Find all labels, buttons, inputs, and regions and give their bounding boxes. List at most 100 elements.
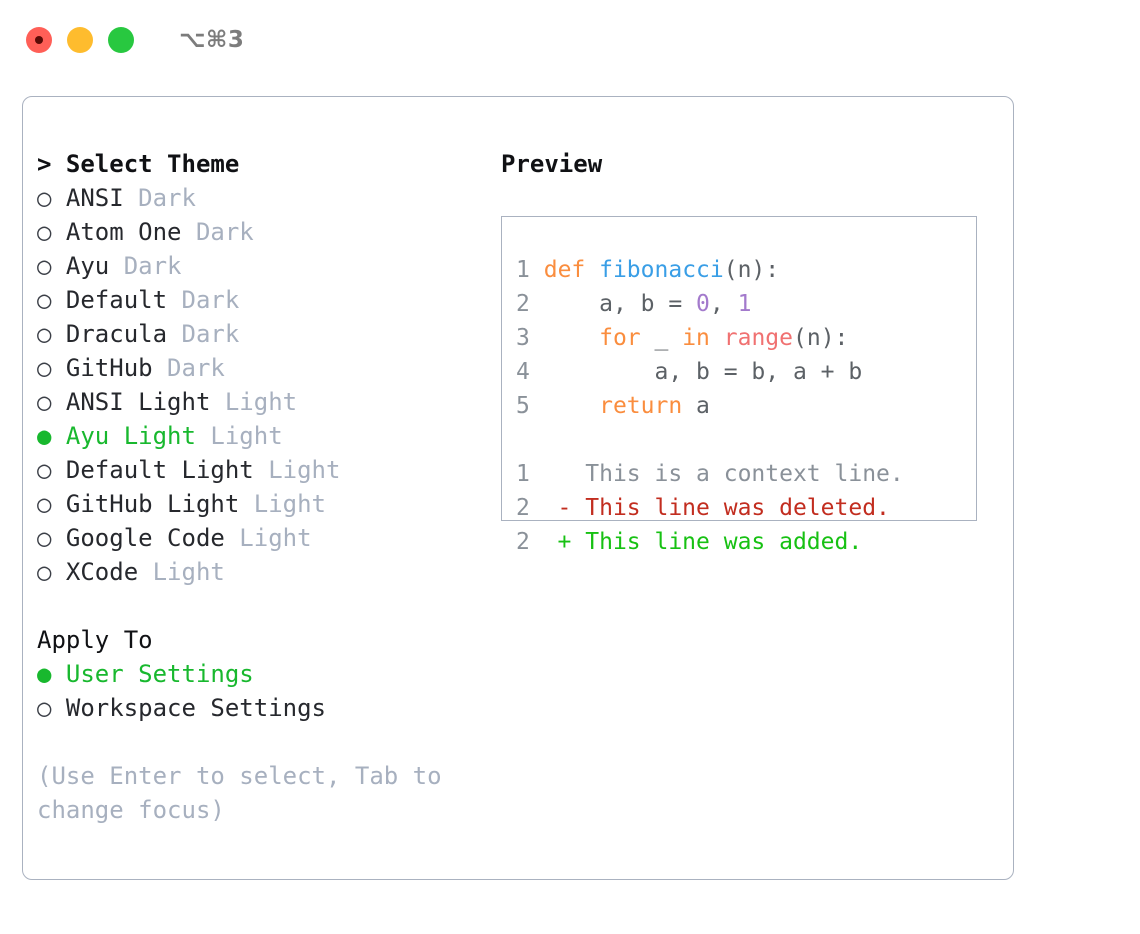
radio-unselected-icon: ○ bbox=[37, 184, 52, 212]
apply-to-option-list: ● User Settings○ Workspace Settings bbox=[37, 657, 487, 725]
radio-unselected-icon: ○ bbox=[37, 456, 52, 484]
theme-option-label: ANSI bbox=[51, 184, 124, 212]
theme-option-github-light[interactable]: ○ GitHub Light Light bbox=[37, 487, 487, 521]
code-token: a, b = b, a + b bbox=[543, 359, 863, 385]
theme-option-xcode[interactable]: ○ XCode Light bbox=[37, 555, 487, 589]
code-token bbox=[710, 325, 724, 351]
code-line: 5 return a bbox=[502, 389, 976, 423]
line-number: 3 bbox=[516, 325, 530, 351]
titlebar: ⌥⌘3 bbox=[0, 0, 1140, 80]
diff-line: 2 + This line was added. bbox=[502, 525, 976, 559]
code-token bbox=[544, 393, 599, 419]
theme-option-ansi-light[interactable]: ○ ANSI Light Light bbox=[37, 385, 487, 419]
minimize-button[interactable] bbox=[67, 27, 93, 53]
theme-option-variant-tag: Light bbox=[224, 524, 312, 552]
code-token: for bbox=[599, 325, 641, 351]
diff-marker: + bbox=[529, 529, 572, 555]
gutter-space bbox=[530, 291, 544, 317]
code-line: 4 a, b = b, a + b bbox=[502, 355, 976, 389]
apply-to-option-label: Workspace Settings bbox=[51, 694, 326, 722]
diff-text: This line was added. bbox=[571, 529, 863, 555]
theme-option-variant-tag: Light bbox=[195, 422, 283, 450]
line-number: 4 bbox=[516, 359, 530, 385]
code-token: 0 bbox=[696, 291, 710, 317]
code-token: (n): bbox=[793, 325, 849, 351]
close-button[interactable] bbox=[26, 27, 52, 53]
diff-text: This is a context line. bbox=[571, 461, 904, 487]
code-token: fibonacci bbox=[599, 257, 724, 283]
theme-option-label: ANSI Light bbox=[51, 388, 211, 416]
radio-unselected-icon: ○ bbox=[37, 354, 52, 382]
radio-unselected-icon: ○ bbox=[37, 490, 52, 518]
theme-option-ayu-light[interactable]: ● Ayu Light Light bbox=[37, 419, 487, 453]
theme-option-google-code[interactable]: ○ Google Code Light bbox=[37, 521, 487, 555]
code-token: range bbox=[723, 325, 794, 351]
theme-option-label: Ayu bbox=[51, 252, 110, 280]
theme-option-label: Default Light bbox=[51, 456, 254, 484]
apply-to-header: Apply To bbox=[37, 626, 153, 654]
theme-option-label: Atom One bbox=[51, 218, 182, 246]
code-line: 1 def fibonacci(n): bbox=[502, 253, 976, 287]
select-theme-header: > Select Theme bbox=[37, 150, 240, 178]
theme-option-label: XCode bbox=[51, 558, 139, 586]
theme-option-variant-tag: Dark bbox=[109, 252, 182, 280]
code-token bbox=[544, 325, 599, 351]
radio-unselected-icon: ○ bbox=[37, 320, 52, 348]
line-number: 1 bbox=[516, 461, 530, 487]
record-indicator-icon bbox=[35, 36, 43, 44]
code-token: (n): bbox=[723, 257, 780, 283]
maximize-button[interactable] bbox=[108, 27, 134, 53]
diff-line: 1 This is a context line. bbox=[502, 457, 976, 491]
keyboard-shortcut-label: ⌥⌘3 bbox=[179, 27, 245, 53]
theme-option-variant-tag: Dark bbox=[152, 354, 225, 382]
theme-option-ayu[interactable]: ○ Ayu Dark bbox=[37, 249, 487, 283]
code-line: 2 a, b = 0, 1 bbox=[502, 287, 976, 321]
theme-option-variant-tag: Dark bbox=[181, 218, 254, 246]
theme-option-label: GitHub bbox=[51, 354, 153, 382]
line-number: 2 bbox=[516, 291, 530, 317]
diff-sample: 1 This is a context line. 2 - This line w… bbox=[502, 457, 976, 559]
radio-unselected-icon: ○ bbox=[37, 252, 52, 280]
theme-option-atom-one[interactable]: ○ Atom One Dark bbox=[37, 215, 487, 249]
radio-unselected-icon: ○ bbox=[37, 524, 52, 552]
code-token: _ bbox=[640, 325, 683, 351]
theme-option-variant-tag: Light bbox=[210, 388, 298, 416]
theme-option-label: Dracula bbox=[51, 320, 168, 348]
radio-unselected-icon: ○ bbox=[37, 558, 52, 586]
line-number: 1 bbox=[516, 257, 530, 283]
theme-option-label: Ayu Light bbox=[51, 422, 196, 450]
left-column: > Select Theme ○ ANSI Dark○ Atom One Dar… bbox=[37, 147, 487, 827]
diff-marker: - bbox=[529, 495, 572, 521]
code-token: 1 bbox=[737, 291, 752, 317]
code-token: return bbox=[599, 393, 683, 419]
code-token: , bbox=[709, 291, 738, 317]
apply-to-option-user-settings[interactable]: ● User Settings bbox=[37, 657, 487, 691]
theme-option-variant-tag: Light bbox=[253, 456, 341, 484]
theme-option-variant-tag: Dark bbox=[167, 286, 240, 314]
code-token: in bbox=[682, 325, 710, 351]
help-hint-text: (Use Enter to select, Tab to change focu… bbox=[37, 762, 442, 824]
apply-to-option-label: User Settings bbox=[51, 660, 254, 688]
theme-option-ansi[interactable]: ○ ANSI Dark bbox=[37, 181, 487, 215]
gutter-space bbox=[530, 257, 544, 283]
right-column: Preview 1 def fibonacci(n):2 a, b = 0, 1… bbox=[501, 147, 991, 555]
gutter-space bbox=[530, 393, 544, 419]
theme-option-variant-tag: Light bbox=[239, 490, 326, 518]
theme-option-github[interactable]: ○ GitHub Dark bbox=[37, 351, 487, 385]
theme-option-default-light[interactable]: ○ Default Light Light bbox=[37, 453, 487, 487]
theme-option-list: ○ ANSI Dark○ Atom One Dark○ Ayu Dark○ De… bbox=[37, 181, 487, 589]
theme-option-variant-tag: Light bbox=[138, 558, 225, 586]
apply-to-option-workspace-settings[interactable]: ○ Workspace Settings bbox=[37, 691, 487, 725]
theme-option-variant-tag: Dark bbox=[123, 184, 196, 212]
theme-option-default[interactable]: ○ Default Dark bbox=[37, 283, 487, 317]
diff-marker bbox=[530, 461, 572, 487]
gutter-space bbox=[530, 325, 544, 351]
radio-selected-icon: ● bbox=[37, 422, 52, 450]
code-token: a, b = bbox=[543, 291, 697, 317]
radio-unselected-icon: ○ bbox=[37, 388, 52, 416]
theme-option-label: Default bbox=[51, 286, 168, 314]
theme-option-dracula[interactable]: ○ Dracula Dark bbox=[37, 317, 487, 351]
line-number: 2 bbox=[516, 495, 530, 521]
preview-title: Preview bbox=[501, 150, 603, 178]
